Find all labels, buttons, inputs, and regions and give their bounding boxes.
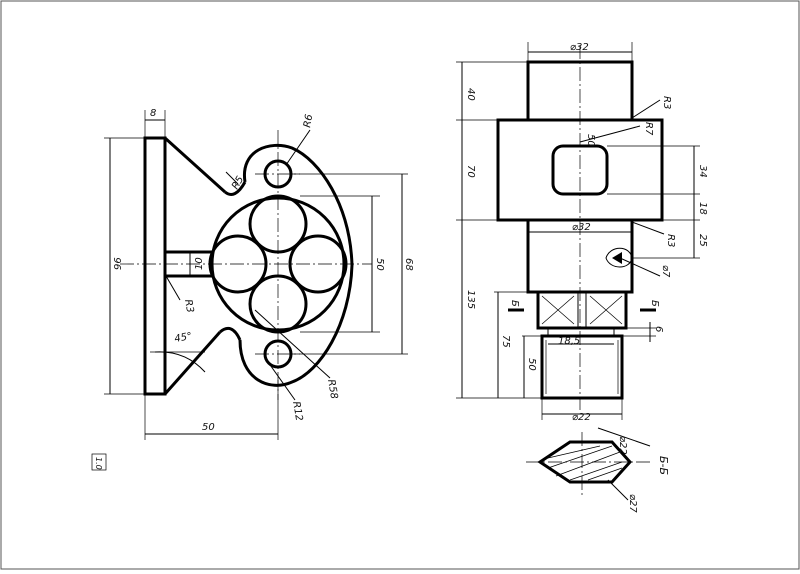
dim-45-degree: 45° [174, 331, 193, 345]
section-dim-d27: ⌀27 [627, 494, 638, 513]
dim-70: 70 [465, 165, 476, 178]
dim-r7: R7 [643, 122, 654, 136]
dim-50-horizontal: 50 [202, 422, 215, 433]
dim-50: 50 [526, 358, 537, 371]
dim-d50: 50 [585, 134, 596, 147]
dim-34: 34 [697, 165, 708, 178]
dim-75: 75 [500, 335, 511, 348]
section-mark-left: Б [509, 300, 520, 307]
dim-r58: R58 [325, 379, 339, 400]
base-plate [143, 136, 167, 396]
section-dim-d22: ⌀22 [617, 436, 628, 455]
outer-contour [238, 143, 354, 387]
upper-rib [163, 136, 227, 194]
dim-96: 96 [113, 257, 124, 270]
left-part-view: 96 8 R6 R5 10 50 68 R3 45° R58 [91, 108, 414, 471]
dim-8: 8 [150, 108, 156, 119]
dim-40: 40 [465, 88, 476, 101]
dim-10: 10 [194, 257, 205, 270]
dim-135: 135 [465, 290, 476, 309]
shaft-thread [540, 334, 624, 400]
sheet-note: 1.0 [94, 457, 103, 470]
dim-r3-lower: R3 [665, 234, 676, 247]
dim-25: 25 [697, 234, 708, 247]
section-outline [537, 440, 633, 484]
dim-50-vertical: 50 [374, 258, 385, 271]
dim-r12: R12 [290, 401, 304, 422]
dim-r3-top: R3 [661, 96, 672, 109]
lower-rib [163, 331, 222, 395]
section-label: Б-Б [657, 456, 670, 475]
dim-d32-top: ⌀32 [570, 42, 589, 53]
dim-18-5: 18,5 [558, 336, 580, 347]
shaft-flats [536, 290, 628, 330]
right-part-view: ⌀32 40 70 135 75 50 R3 50 R7 3 [456, 42, 708, 423]
dim-d22-bottom: ⌀22 [572, 412, 591, 423]
dim-68: 68 [403, 258, 414, 271]
dim-6: 6 [653, 326, 664, 332]
section-mark-right: Б [649, 300, 660, 307]
dim-d7: ⌀7 [660, 265, 671, 278]
dim-r6: R6 [302, 114, 315, 129]
dim-r3: R3 [182, 299, 195, 314]
dim-18: 18 [697, 202, 708, 215]
dim-d32-lower: ⌀32 [572, 222, 591, 233]
section-view: ⌀22 ⌀27 Б-Б [526, 427, 670, 513]
